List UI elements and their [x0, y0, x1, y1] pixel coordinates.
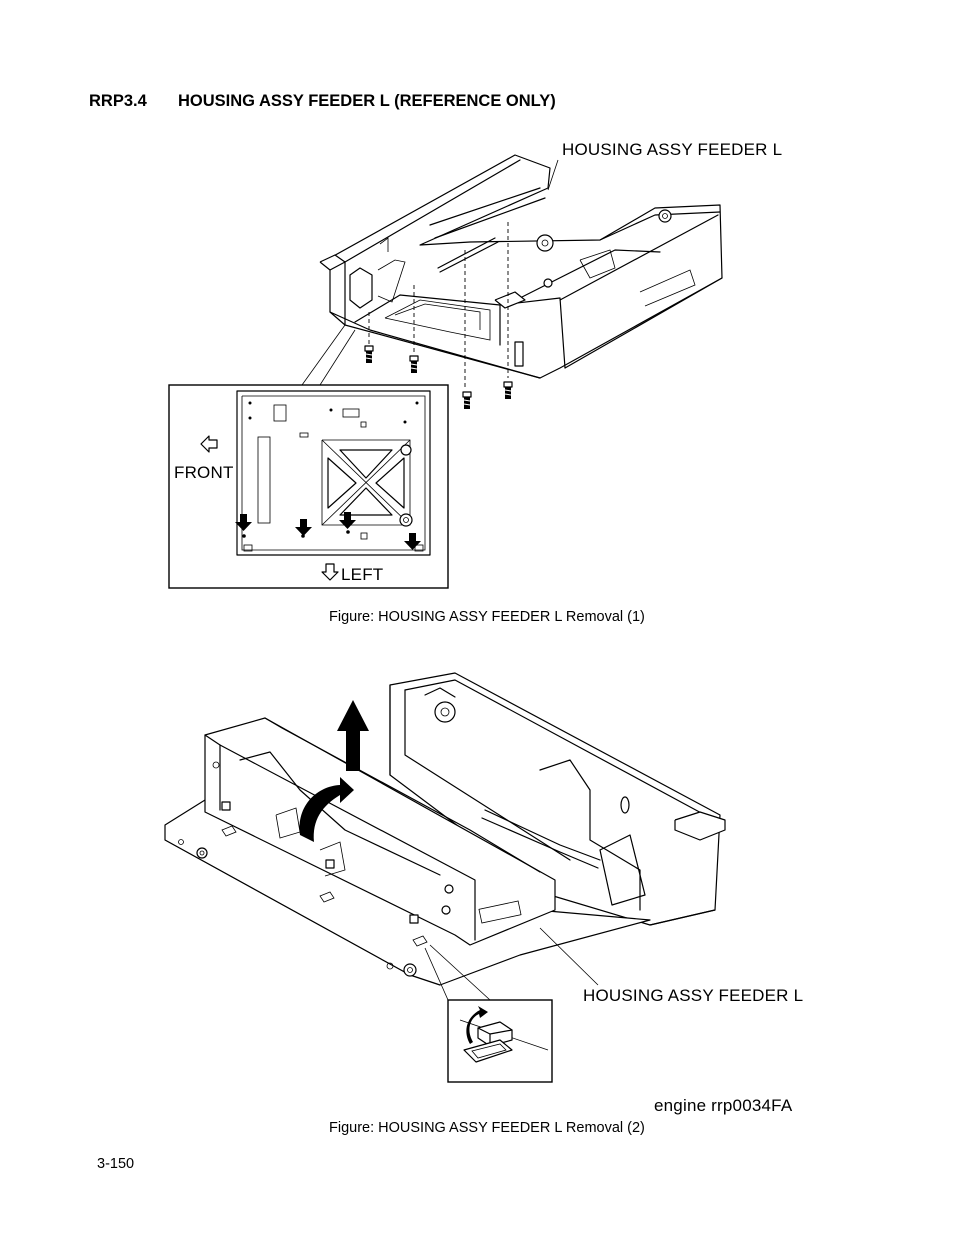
section-number: RRP3.4: [89, 92, 147, 110]
page-number: 3-150: [97, 1156, 135, 1172]
bottom-plate-drawing: [235, 390, 431, 556]
feeder-housing-drawing: [319, 154, 723, 388]
left-direction-arrow: [321, 563, 339, 581]
left-label: LEFT: [341, 565, 384, 584]
front-direction-arrow: [200, 435, 218, 453]
section-title: HOUSING ASSY FEEDER L (REFERENCE ONLY): [178, 92, 556, 110]
rotate-arrow: [299, 777, 354, 842]
latch-detail-drawing: [459, 1006, 549, 1063]
front-label: FRONT: [174, 463, 234, 482]
figure-2-part-label: HOUSING ASSY FEEDER L: [583, 986, 804, 1005]
figure-2-drawing: [164, 672, 726, 986]
screws-drawing: [364, 345, 513, 409]
figure-1-part-label: HOUSING ASSY FEEDER L: [562, 140, 783, 159]
figure-2-caption: Figure: HOUSING ASSY FEEDER L Removal (2…: [329, 1120, 645, 1136]
figure-ref-code: engine rrp0034FA: [654, 1096, 793, 1115]
figure-1-caption: Figure: HOUSING ASSY FEEDER L Removal (1…: [329, 609, 645, 625]
lift-arrow: [337, 700, 369, 771]
section-heading: RRP3.4 HOUSING ASSY FEEDER L (REFERENCE O…: [89, 92, 556, 111]
